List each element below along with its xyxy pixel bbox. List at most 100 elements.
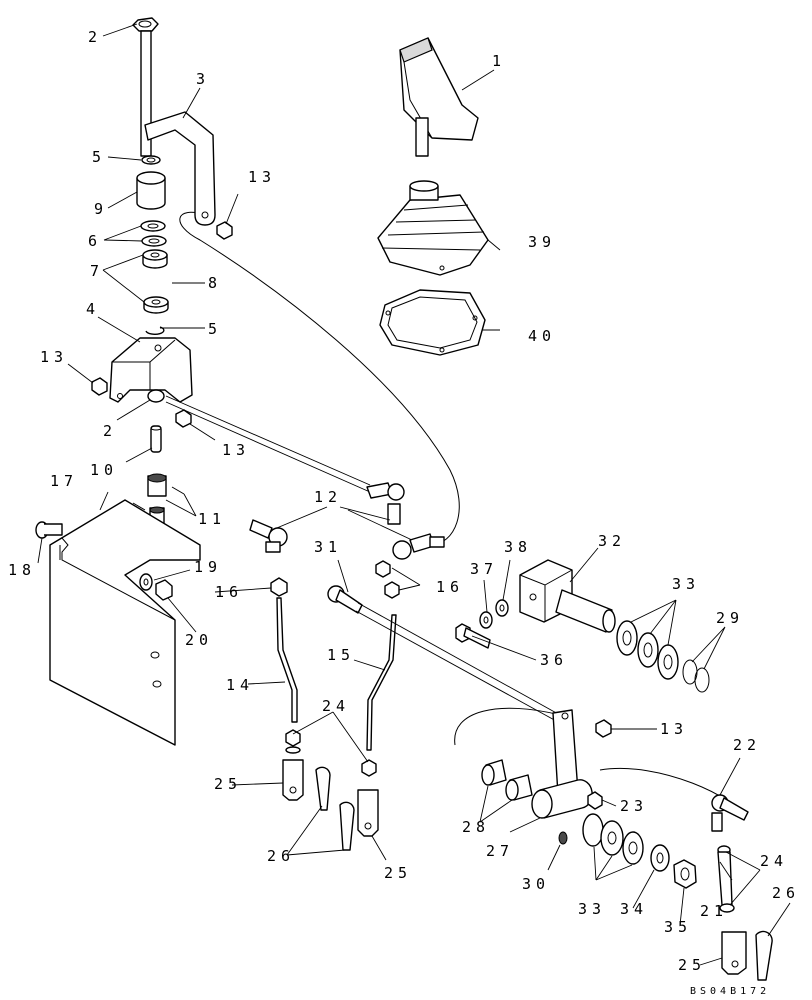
callout-3: 3 [196, 70, 210, 88]
callout-26-right: 26 [772, 884, 800, 902]
shaft-block-32 [519, 559, 616, 633]
callout-20: 20 [185, 631, 213, 649]
callout-13-mid: 13 [222, 441, 250, 459]
nut-16-c [384, 581, 400, 599]
callout-4: 4 [86, 300, 100, 318]
callout-12: 12 [314, 488, 342, 506]
linkage-rod-lower [357, 602, 561, 716]
callout-35: 35 [664, 918, 692, 936]
callout-34: 34 [620, 900, 648, 918]
callout-24-left: 24 [322, 697, 350, 715]
linkage-rod-lower-edge [355, 610, 559, 723]
callout-26-left: 26 [267, 847, 295, 865]
clip-26-b [339, 801, 355, 851]
washer-19 [139, 573, 153, 591]
rod-end-12-a [366, 482, 405, 525]
washer-24-c [719, 903, 735, 913]
callout-6: 6 [88, 232, 102, 250]
callout-23: 23 [620, 797, 648, 815]
callout-22: 22 [733, 736, 761, 754]
nut-13-mid [175, 409, 192, 428]
callout-19: 19 [194, 558, 222, 576]
callout-24-right: 24 [760, 852, 788, 870]
washer-38 [495, 599, 509, 617]
clip-26-a [315, 766, 331, 811]
callout-9: 9 [94, 200, 108, 218]
leader-lines [37, 23, 791, 966]
control-knob-1 [399, 37, 479, 157]
nut-24-b [361, 759, 377, 777]
callout-16-right: 16 [436, 578, 464, 596]
callout-5-top: 5 [92, 148, 106, 166]
callout-7: 7 [90, 262, 104, 280]
callout-11: 11 [198, 510, 226, 528]
rod-end-31 [327, 585, 363, 614]
nut-16-b [375, 560, 391, 578]
rod-15 [366, 614, 397, 751]
gasket-40 [379, 289, 486, 356]
bolt-18 [35, 521, 63, 539]
callout-15: 15 [327, 646, 355, 664]
nut-23 [587, 791, 603, 810]
callout-16-left: 16 [215, 583, 243, 601]
callout-25-right: 25 [678, 956, 706, 974]
callout-27: 27 [486, 842, 514, 860]
pin-21 [717, 845, 733, 906]
drawing-code: BS04B172 [690, 986, 770, 997]
nut-13-top-right [216, 221, 233, 240]
callout-2-top: 2 [88, 28, 102, 46]
bearings-7-8 [142, 249, 169, 314]
callout-labels: 2 3 1 5 13 9 6 39 7 8 4 5 40 13 2 13 10 … [8, 28, 800, 997]
callout-5-mid: 5 [208, 320, 222, 338]
callout-21: 21 [700, 902, 728, 920]
clevis-25-a [282, 759, 304, 801]
rod-end-22 [711, 794, 749, 832]
callout-17: 17 [50, 472, 78, 490]
bushing-9 [136, 171, 166, 210]
callout-32: 32 [598, 532, 626, 550]
nut-16-a [270, 577, 288, 597]
bushings-28 [481, 759, 533, 801]
rod-end-12-c [392, 533, 445, 560]
washers-6 [140, 220, 167, 247]
washers-33-lower [582, 813, 644, 865]
clevis-25-b [357, 789, 379, 837]
routing-curve-upper [179, 211, 460, 546]
mounting-plate-17 [49, 499, 201, 746]
callout-14: 14 [226, 676, 254, 694]
callout-25-mid: 25 [384, 864, 412, 882]
callout-31: 31 [314, 538, 342, 556]
washer-5-top [141, 155, 161, 165]
callout-2-mid: 2 [103, 422, 117, 440]
callout-30: 30 [522, 875, 550, 893]
washer-37 [479, 611, 493, 629]
nut-24-a [285, 729, 301, 754]
linkage-rod-upper [165, 395, 371, 486]
callout-18: 18 [8, 561, 36, 579]
spring-30 [558, 831, 568, 845]
callout-39: 39 [528, 233, 556, 251]
callout-28: 28 [462, 818, 490, 836]
linkage-rod-upper-edge [165, 401, 371, 493]
rod-end-12-b [249, 519, 288, 553]
ball-2 [147, 389, 165, 403]
callout-1: 1 [492, 52, 506, 70]
callout-29: 29 [716, 609, 744, 627]
pin-10 [150, 425, 162, 453]
callout-10: 10 [90, 461, 118, 479]
callout-13-left: 13 [40, 348, 68, 366]
callout-38: 38 [504, 538, 532, 556]
lever-arm-27 [531, 709, 593, 819]
callout-8: 8 [208, 274, 222, 292]
callout-33-upper: 33 [672, 575, 700, 593]
rod-14 [276, 597, 298, 723]
nut-13-left [91, 377, 108, 396]
callout-37: 37 [470, 560, 498, 578]
callout-13-top: 13 [248, 168, 276, 186]
nut-20 [155, 579, 173, 601]
o-rings-29 [682, 659, 710, 693]
callout-13-lower: 13 [660, 720, 688, 738]
callout-40: 40 [528, 327, 556, 345]
